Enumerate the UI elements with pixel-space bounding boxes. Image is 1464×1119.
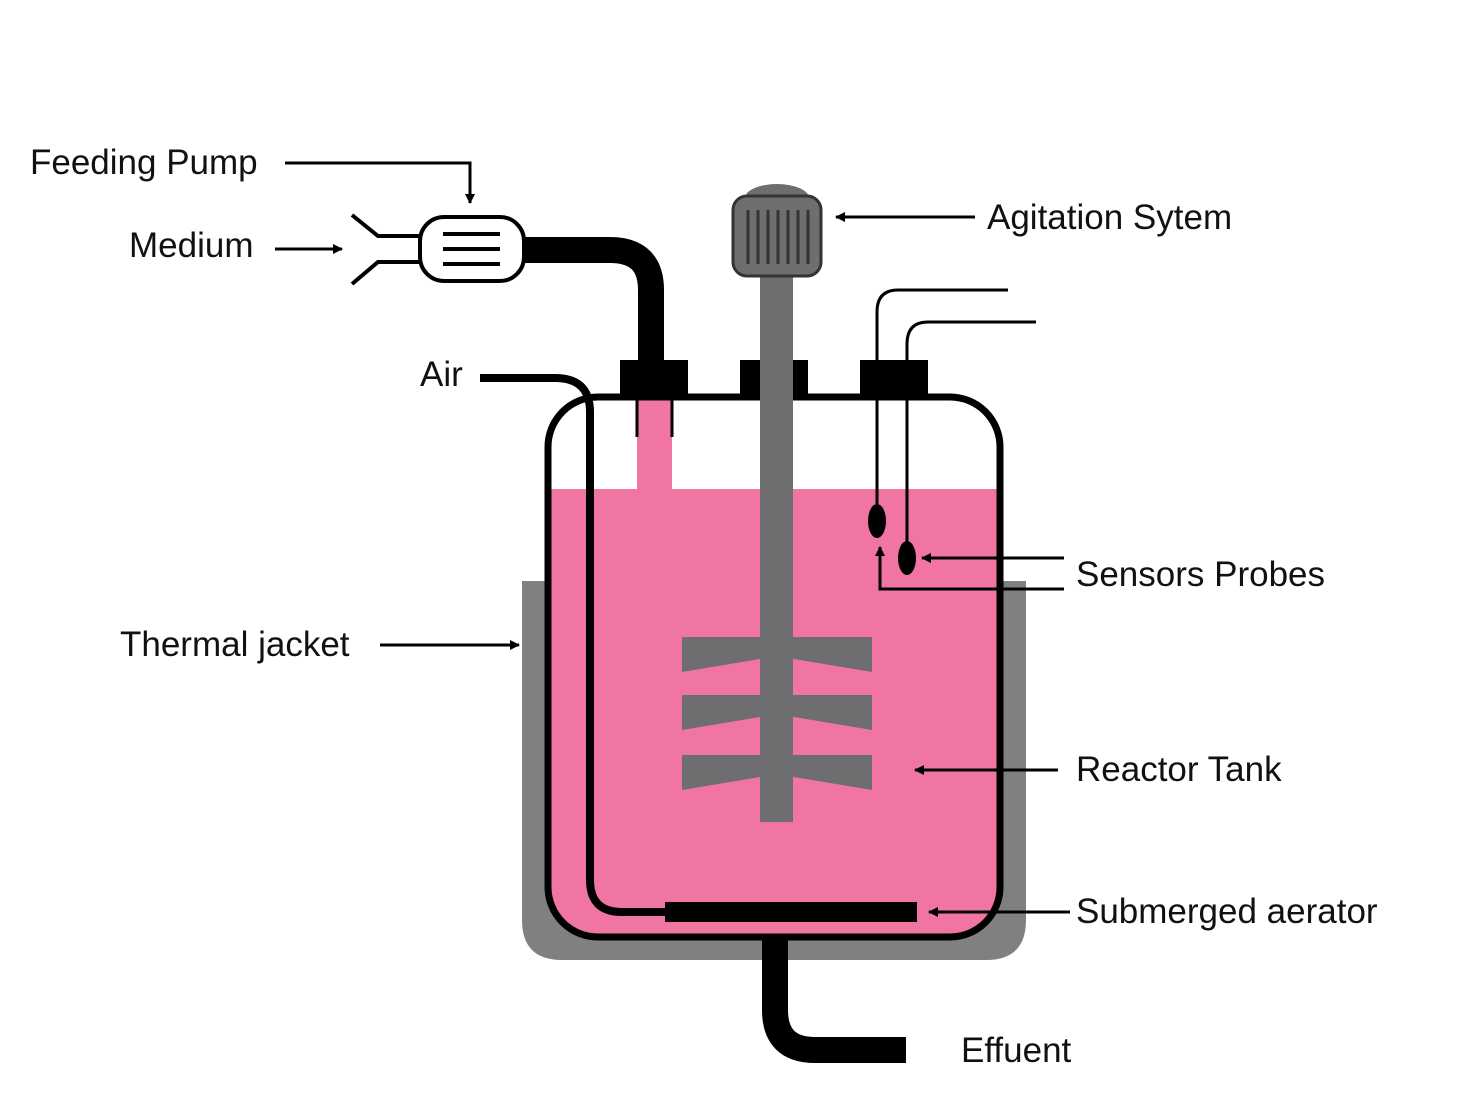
label-thermal-jacket: Thermal jacket	[120, 625, 350, 664]
label-sensors-probes: Sensors Probes	[1076, 555, 1326, 594]
label-submerged-aerator: Submerged aerator	[1076, 892, 1378, 931]
impeller-blade	[682, 755, 766, 790]
feed-port	[620, 360, 688, 397]
impeller-blade	[788, 755, 872, 790]
air-pipe	[480, 374, 668, 916]
agitator-shaft	[760, 270, 793, 822]
sensor-arrow-2	[875, 546, 1064, 591]
impeller-blade	[788, 637, 872, 672]
label-reactor-tank: Reactor Tank	[1076, 750, 1282, 789]
sensor-wire-1	[875, 288, 1008, 508]
sensor-port	[860, 360, 928, 397]
label-air: Air	[420, 355, 463, 394]
impeller-blade	[788, 695, 872, 730]
feed-pipe	[522, 237, 664, 362]
label-agitation-system: Agitation Sytem	[987, 198, 1233, 237]
label-feeding-pump: Feeding Pump	[30, 143, 258, 182]
feeding-pump-arrow	[285, 161, 475, 204]
sensor-probe-1	[868, 504, 886, 538]
feed-inlet-tube	[637, 397, 672, 492]
effluent-pipe	[762, 937, 906, 1063]
sensor-wire-2	[905, 320, 1036, 545]
submerged-aerator-bar	[665, 902, 917, 922]
impeller-blade	[682, 637, 766, 672]
label-medium: Medium	[129, 226, 254, 265]
impeller-blade	[682, 695, 766, 730]
feeding-pump-icon	[418, 215, 526, 283]
medium-inlet-fork	[350, 213, 420, 286]
sensor-probe-2	[898, 541, 916, 575]
impeller-blades	[682, 637, 872, 790]
label-effluent: Effuent	[961, 1031, 1072, 1070]
agitation-motor-icon	[731, 184, 823, 278]
